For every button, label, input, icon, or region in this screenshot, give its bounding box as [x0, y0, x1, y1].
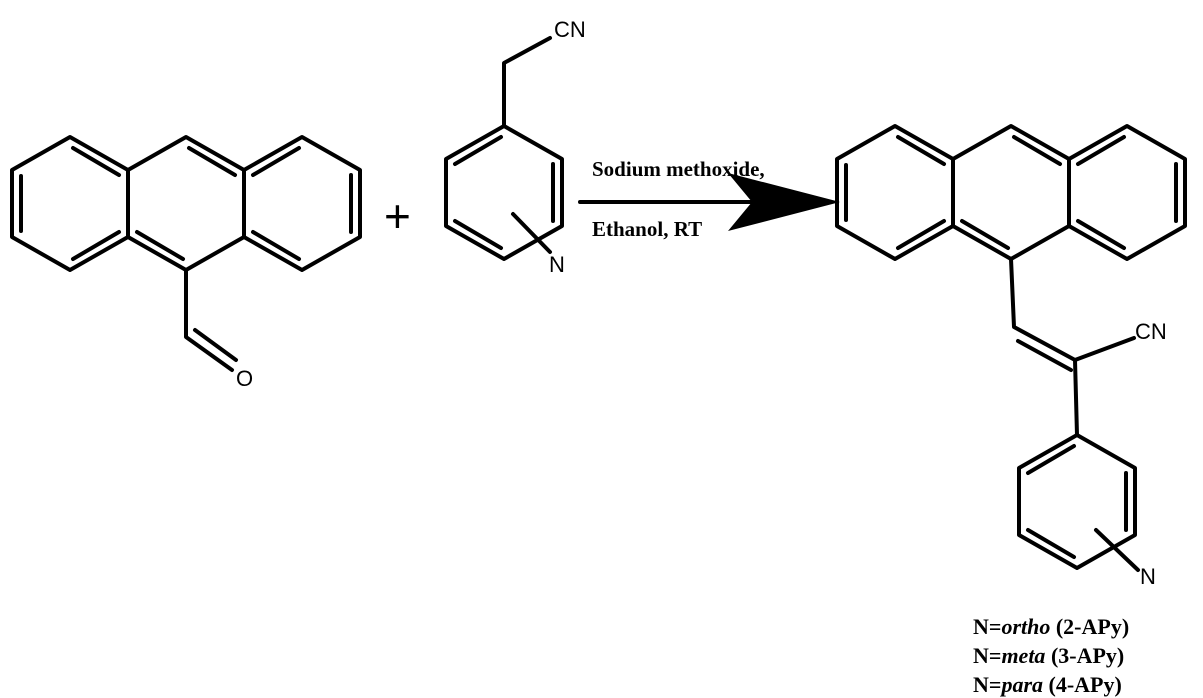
- vinyl-double-bond: [1016, 339, 1073, 372]
- condition-reagent: Sodium methoxide,: [592, 157, 765, 181]
- pyridine-n-label: N: [549, 252, 565, 277]
- product-molecule: CN N: [835, 124, 1187, 589]
- condition-solvent: Ethanol, RT: [592, 217, 702, 241]
- product-left-ring-double-bonds: [844, 135, 946, 250]
- pyridine-ring-double-bonds: [453, 135, 555, 250]
- anthracene-left-ring: [10, 135, 130, 272]
- pyridyl-link-bond: [1073, 358, 1079, 437]
- arrow-head: [728, 173, 840, 231]
- product-pyridine-double-bonds: [1026, 444, 1128, 559]
- product-middle-ring-double-bonds: [960, 135, 1062, 250]
- plus-sign: +: [384, 190, 411, 242]
- anthracene-right-ring: [242, 135, 362, 272]
- product-pyridine-ring: [1017, 433, 1137, 570]
- anthracene-9-carbaldehyde: O: [10, 135, 362, 391]
- nitrogen-position-bond: [511, 212, 552, 254]
- aldehyde-oxygen-label: O: [236, 366, 253, 391]
- anthracene-left-ring-double-bonds: [19, 146, 121, 261]
- pyridine-ring: [444, 124, 564, 261]
- product-middle-ring: [951, 124, 1071, 261]
- vinyl-bond: [1009, 257, 1077, 362]
- product-left-ring: [835, 124, 955, 261]
- reaction-arrow: [578, 173, 840, 231]
- product-pyridine-n-label: N: [1140, 564, 1156, 589]
- aldehyde-double-bond: [193, 328, 238, 362]
- isomer-para: N=para (4-APy): [973, 672, 1122, 697]
- anthracene-middle-ring-double-bonds: [135, 146, 237, 261]
- product-nitrogen-position-bond: [1094, 528, 1140, 572]
- anthracene-middle-ring: [126, 135, 246, 272]
- isomer-legend: N=ortho (2-APy) N=meta (3-APy) N=para (4…: [973, 614, 1129, 697]
- product-right-ring: [1067, 124, 1187, 261]
- isomer-ortho: N=ortho (2-APy): [973, 614, 1129, 639]
- aldehyde-bond: [184, 268, 234, 372]
- nitrile-bond: [1073, 336, 1136, 362]
- ch2-bond: [502, 36, 552, 128]
- product-right-ring-double-bonds: [1076, 135, 1178, 250]
- anthracene-right-ring-double-bonds: [251, 146, 353, 261]
- product-nitrile-label: CN: [1135, 319, 1167, 344]
- pyridylacetonitrile: CN N: [444, 17, 586, 277]
- isomer-meta: N=meta (3-APy): [973, 643, 1124, 668]
- nitrile-label: CN: [554, 17, 586, 42]
